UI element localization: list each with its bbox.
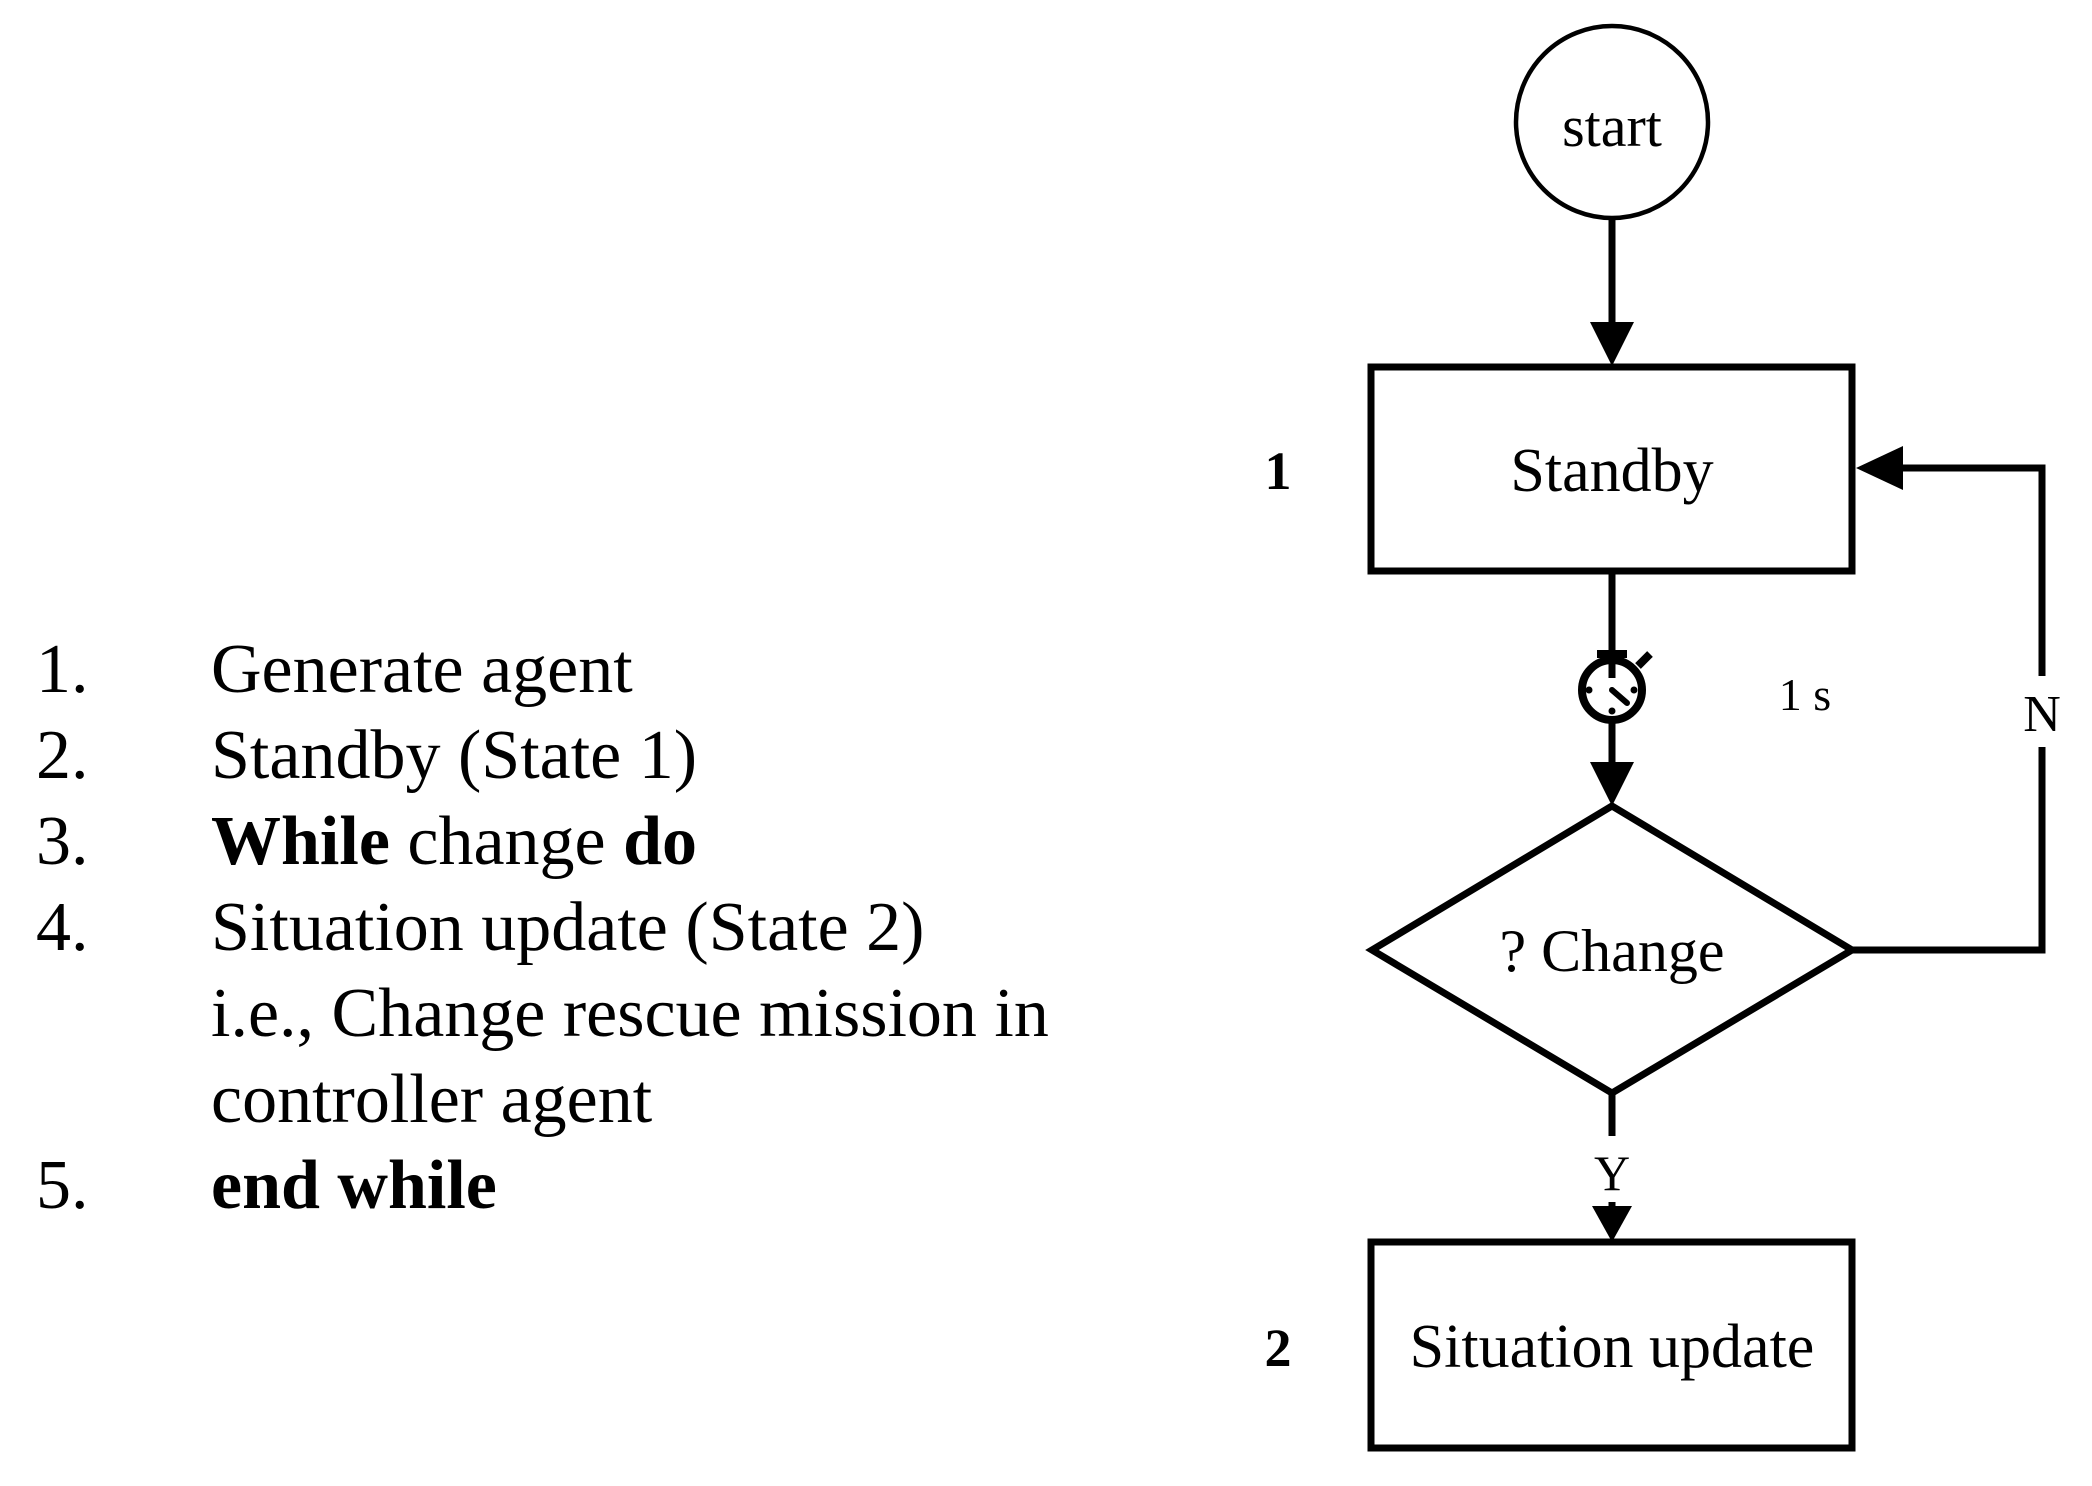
list-item-text: i.e., Change rescue mission in [211, 975, 1049, 1052]
list-item-text: end while [211, 1143, 1186, 1229]
arrowhead-down-icon [1590, 322, 1634, 366]
list-item: 3. While change do [36, 799, 1186, 885]
state1-number: 1 [1265, 441, 1292, 501]
list-item-text-plain: change [389, 803, 624, 880]
timer-delay-label: 1 s [1779, 669, 1831, 720]
list-item-text: Standby (State 1) [211, 717, 698, 794]
branch-no-label: N [2023, 686, 2061, 743]
list-item-number: 4. [36, 889, 89, 966]
keyword-do: do [623, 803, 698, 880]
list-item: 1. Generate agent [36, 627, 1186, 713]
branch-yes-label: Y [1594, 1145, 1630, 1201]
stopwatch-tick-dot [1608, 707, 1616, 715]
list-item-text: Situation update (State 2) [211, 889, 925, 966]
stopwatch-tick-dot [1585, 686, 1593, 694]
situation-update-state-box [1367, 1238, 1856, 1452]
stopwatch-hand-hour [1609, 687, 1630, 706]
stopwatch-icon [1578, 650, 1653, 724]
state2-number: 2 [1265, 1318, 1292, 1378]
keyword-end-while: end while [211, 1147, 497, 1224]
list-item-text: Generate agent [211, 631, 633, 708]
list-item: 2. Standby (State 1) [36, 713, 1186, 799]
list-item-text: controller agent [211, 1061, 653, 1138]
keyword-while: While [211, 803, 390, 880]
no-loop-line-upper [1903, 464, 2046, 676]
list-item: 5. end while [36, 1143, 1186, 1229]
situation-update-label: Situation update [1410, 1313, 1815, 1381]
list-item-continuation: controller agent [36, 1057, 1186, 1143]
list-item-number: 2. [36, 717, 89, 794]
no-loop-line-lower [1852, 747, 2046, 954]
arrowhead-down-icon [1592, 1206, 1632, 1242]
decision-label: ? Change [1500, 918, 1725, 984]
list-item-text: While change do [211, 799, 1186, 885]
arrowhead-down-icon [1590, 762, 1634, 806]
list-item: 4. Situation update (State 2) [36, 885, 1186, 971]
start-label: start [1562, 94, 1662, 159]
standby-state-label: Standby [1510, 437, 1713, 505]
list-item-number: 3. [36, 803, 89, 880]
standby-state-box [1367, 363, 1856, 575]
list-item-continuation: i.e., Change rescue mission in [36, 971, 1186, 1057]
list-item-number: 5. [36, 1147, 89, 1224]
arrowhead-left-icon [1856, 446, 1903, 490]
stopwatch-side-button [1635, 651, 1653, 669]
pseudocode-list: 1. Generate agent 2. Standby (State 1) 3… [36, 627, 1186, 1229]
list-item-number: 1. [36, 631, 89, 708]
stopwatch-tick-dot [1630, 686, 1638, 694]
